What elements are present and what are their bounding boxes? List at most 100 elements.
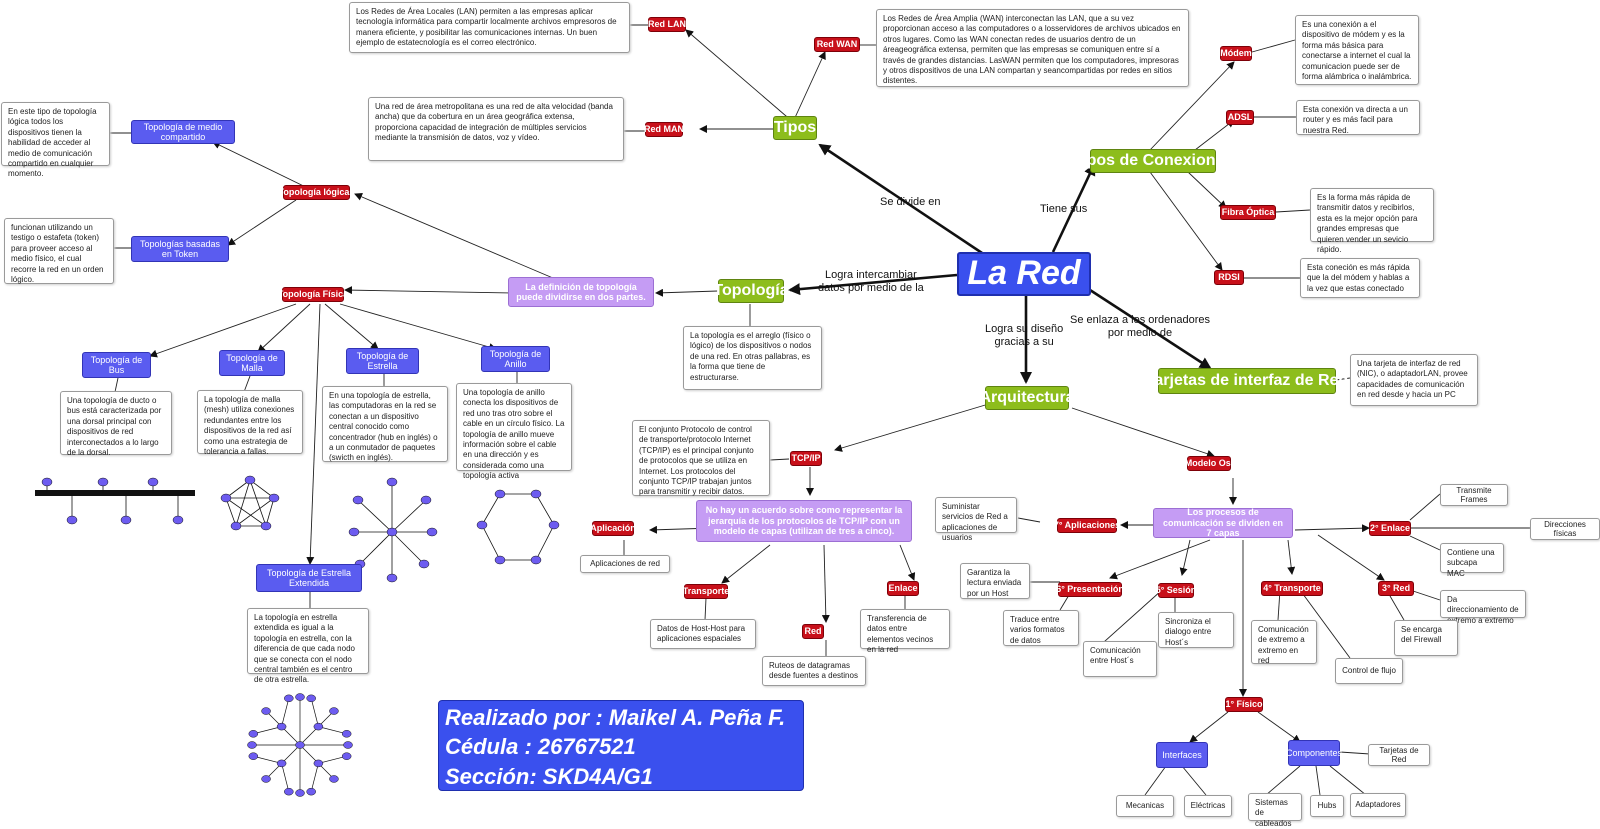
star-node <box>295 789 305 797</box>
node-capa-4[interactable]: 4° Transporte <box>1261 581 1323 596</box>
text-basadas-token: funcionan utilizando un testigo o estafe… <box>4 218 114 284</box>
node-topologia-anillo[interactable]: Topología de Anillo <box>481 346 550 372</box>
link-center-tarjetas <box>1089 288 1212 370</box>
extended-star-diagram <box>247 693 353 797</box>
star-node <box>261 707 271 715</box>
star-node <box>295 741 305 749</box>
star-node <box>306 694 316 703</box>
credits-box: Realizado por : Maikel A. Peña F. Cédula… <box>438 700 804 791</box>
node-transporte[interactable]: Transporte <box>683 584 729 599</box>
text-topologia-anillo: Una topología de anillo conecta los disp… <box>456 383 572 480</box>
node-tcpip[interactable]: TCP/IP <box>790 451 822 466</box>
text-topologia-malla: La topología de malla (mesh) utiliza con… <box>197 390 303 456</box>
node-interfaces[interactable]: Interfaces <box>1156 742 1208 768</box>
node-medio-compartido[interactable]: Topología de medio compartido <box>131 120 235 144</box>
text-sistemas-cableados: Sistemas de cableados <box>1248 793 1302 828</box>
text-capa-2-mac: Contiene una subcapa MAC <box>1440 543 1504 578</box>
node-topologia-malla[interactable]: Topología de Malla <box>219 350 285 376</box>
node-componentes[interactable]: Componentes <box>1286 740 1342 766</box>
text-hubs: Hubs <box>1310 795 1344 817</box>
star-node <box>276 722 287 731</box>
link-label-enlaza: Se enlaza a los ordenadores por medio de <box>1070 314 1211 339</box>
node-topologia-bus[interactable]: Topología de Bus <box>82 352 151 378</box>
node-capa-3[interactable]: 3° Red <box>1378 581 1414 596</box>
star-diagram <box>348 477 438 583</box>
text-aplicacion: Aplicaciones de red <box>580 555 670 573</box>
node-rdsi[interactable]: RDSI <box>1214 270 1244 285</box>
node-basadas-token[interactable]: Topologías basadas en Token <box>131 236 229 262</box>
text-enlace: Transferencia de datos entre elementos v… <box>860 609 950 654</box>
text-red-lan: Los Redes de Área Locales (LAN) permiten… <box>349 2 630 53</box>
mesh-diagram <box>220 475 280 531</box>
text-capa-4-comunicacion: Comunicación de extremo a extremo en red <box>1251 620 1317 665</box>
star-node <box>295 693 305 701</box>
text-topologia-estrella: En una topología de estrella, las comput… <box>322 386 448 462</box>
text-capa-5-dialogo: Sincroniza el dialogo entre Host´s <box>1158 612 1234 648</box>
central-topic[interactable]: La Red <box>957 252 1091 296</box>
text-capa-2-direcciones: Direcciones físicas <box>1530 518 1600 540</box>
node-red-wan[interactable]: Red WAN <box>814 37 860 52</box>
text-electricas: Eléctricas <box>1184 795 1232 817</box>
node-definicion-topologia[interactable]: La definición de topología puede dividir… <box>508 277 654 307</box>
star-node <box>276 759 287 768</box>
node-modelo-osi[interactable]: Modelo Osi <box>1185 456 1233 471</box>
topic-tipos-conexiones[interactable]: Tipos de Conexiones <box>1073 149 1233 173</box>
text-capa-2-frames: Transmite Frames <box>1440 484 1508 506</box>
star-node <box>306 787 316 796</box>
node-capa-5[interactable]: 5° Sesión <box>1156 583 1196 598</box>
text-fibra-optica: Es la forma más rápida de transmitir dat… <box>1310 188 1434 254</box>
link-label-tiene: Tiene sus <box>1040 203 1088 215</box>
node-capa-1[interactable]: 1° Físico <box>1225 697 1263 712</box>
star-node <box>284 694 294 703</box>
star-node <box>248 730 259 738</box>
node-capa-7[interactable]: 7° Aplicaciones <box>1054 518 1120 533</box>
node-topologia-fisica[interactable]: Topología Física <box>278 287 348 302</box>
node-siete-capas[interactable]: Los procesos de comunicación se dividen … <box>1153 507 1293 538</box>
text-estrella-extendida: La topología en estrella extendida es ig… <box>247 608 369 684</box>
star-node <box>284 787 294 796</box>
text-red-wan: Los Redes de Área Amplia (WAN) intercone… <box>876 9 1189 87</box>
text-tcpip: El conjunto Protocolo de control de tran… <box>632 420 770 496</box>
node-fibra-optica[interactable]: Fibra Óptica <box>1220 205 1276 220</box>
node-adsl[interactable]: ADSL <box>1226 110 1254 125</box>
node-red[interactable]: Red <box>802 624 824 639</box>
text-red: Ruteos de datagramas desde fuentes a des… <box>762 656 866 686</box>
topic-arquitectura[interactable]: Arquitectura <box>979 386 1075 410</box>
node-enlace[interactable]: Enlace <box>887 581 919 596</box>
node-capa-2[interactable]: 2° Enlace <box>1369 521 1411 536</box>
node-aplicacion[interactable]: Aplicación <box>590 521 636 536</box>
text-transporte: Datos de Host-Host para aplicaciones esp… <box>650 619 756 649</box>
text-medio-compartido: En este tipo de topología lógica todos l… <box>1 102 110 178</box>
node-red-man[interactable]: Red MAN <box>644 122 684 137</box>
star-node <box>341 730 352 738</box>
text-tarjetas-red: Tarjetas de Red <box>1368 744 1430 766</box>
link-center-topologia <box>788 273 958 296</box>
node-modem[interactable]: Módem <box>1220 46 1252 61</box>
node-capas-tcpip[interactable]: No hay un acuerdo sobre como representar… <box>696 500 912 542</box>
topic-topologia[interactable]: Topología <box>713 279 789 303</box>
link-center-tipos <box>818 143 986 257</box>
node-capa-6[interactable]: 6° Presentación <box>1056 582 1124 597</box>
text-capa-4-flujo: Control de flujo <box>1335 658 1403 684</box>
text-tarjetas-interfaz: Una tarjeta de interfaz de red (NIC), o … <box>1350 354 1478 406</box>
star-node <box>313 759 324 768</box>
text-capa-5-comunicacion: Comunicación entre Host´s <box>1083 641 1157 677</box>
star-node <box>329 707 339 715</box>
node-estrella-extendida[interactable]: Topología de Estrella Extendida <box>256 564 362 592</box>
text-capa-6-formatos: Traduce entre varios formatos de datos <box>1003 610 1079 646</box>
node-topologia-estrella[interactable]: Topología de Estrella <box>346 348 419 374</box>
node-topologia-logicas[interactable]: Topología lógicas <box>279 185 354 200</box>
text-capa-3-firewall: Se encarga del Firewall <box>1394 620 1458 656</box>
star-node <box>247 741 257 749</box>
star-node <box>261 775 271 783</box>
star-node <box>343 741 353 749</box>
star-node <box>313 722 324 731</box>
link-label-divide: Se divide en <box>880 196 941 208</box>
node-red-lan[interactable]: Red LAN <box>648 17 686 32</box>
text-adaptadores: Adaptadores <box>1350 793 1406 817</box>
text-adsl: Esta conexión va directa a un router y e… <box>1296 100 1420 135</box>
link-label-diseno: Logra su diseño gracias a su <box>985 323 1064 348</box>
topic-tarjetas-interfaz[interactable]: Tarjetas de interfaz de Red <box>1146 368 1348 394</box>
topic-tipos[interactable]: Tipos <box>773 116 817 140</box>
